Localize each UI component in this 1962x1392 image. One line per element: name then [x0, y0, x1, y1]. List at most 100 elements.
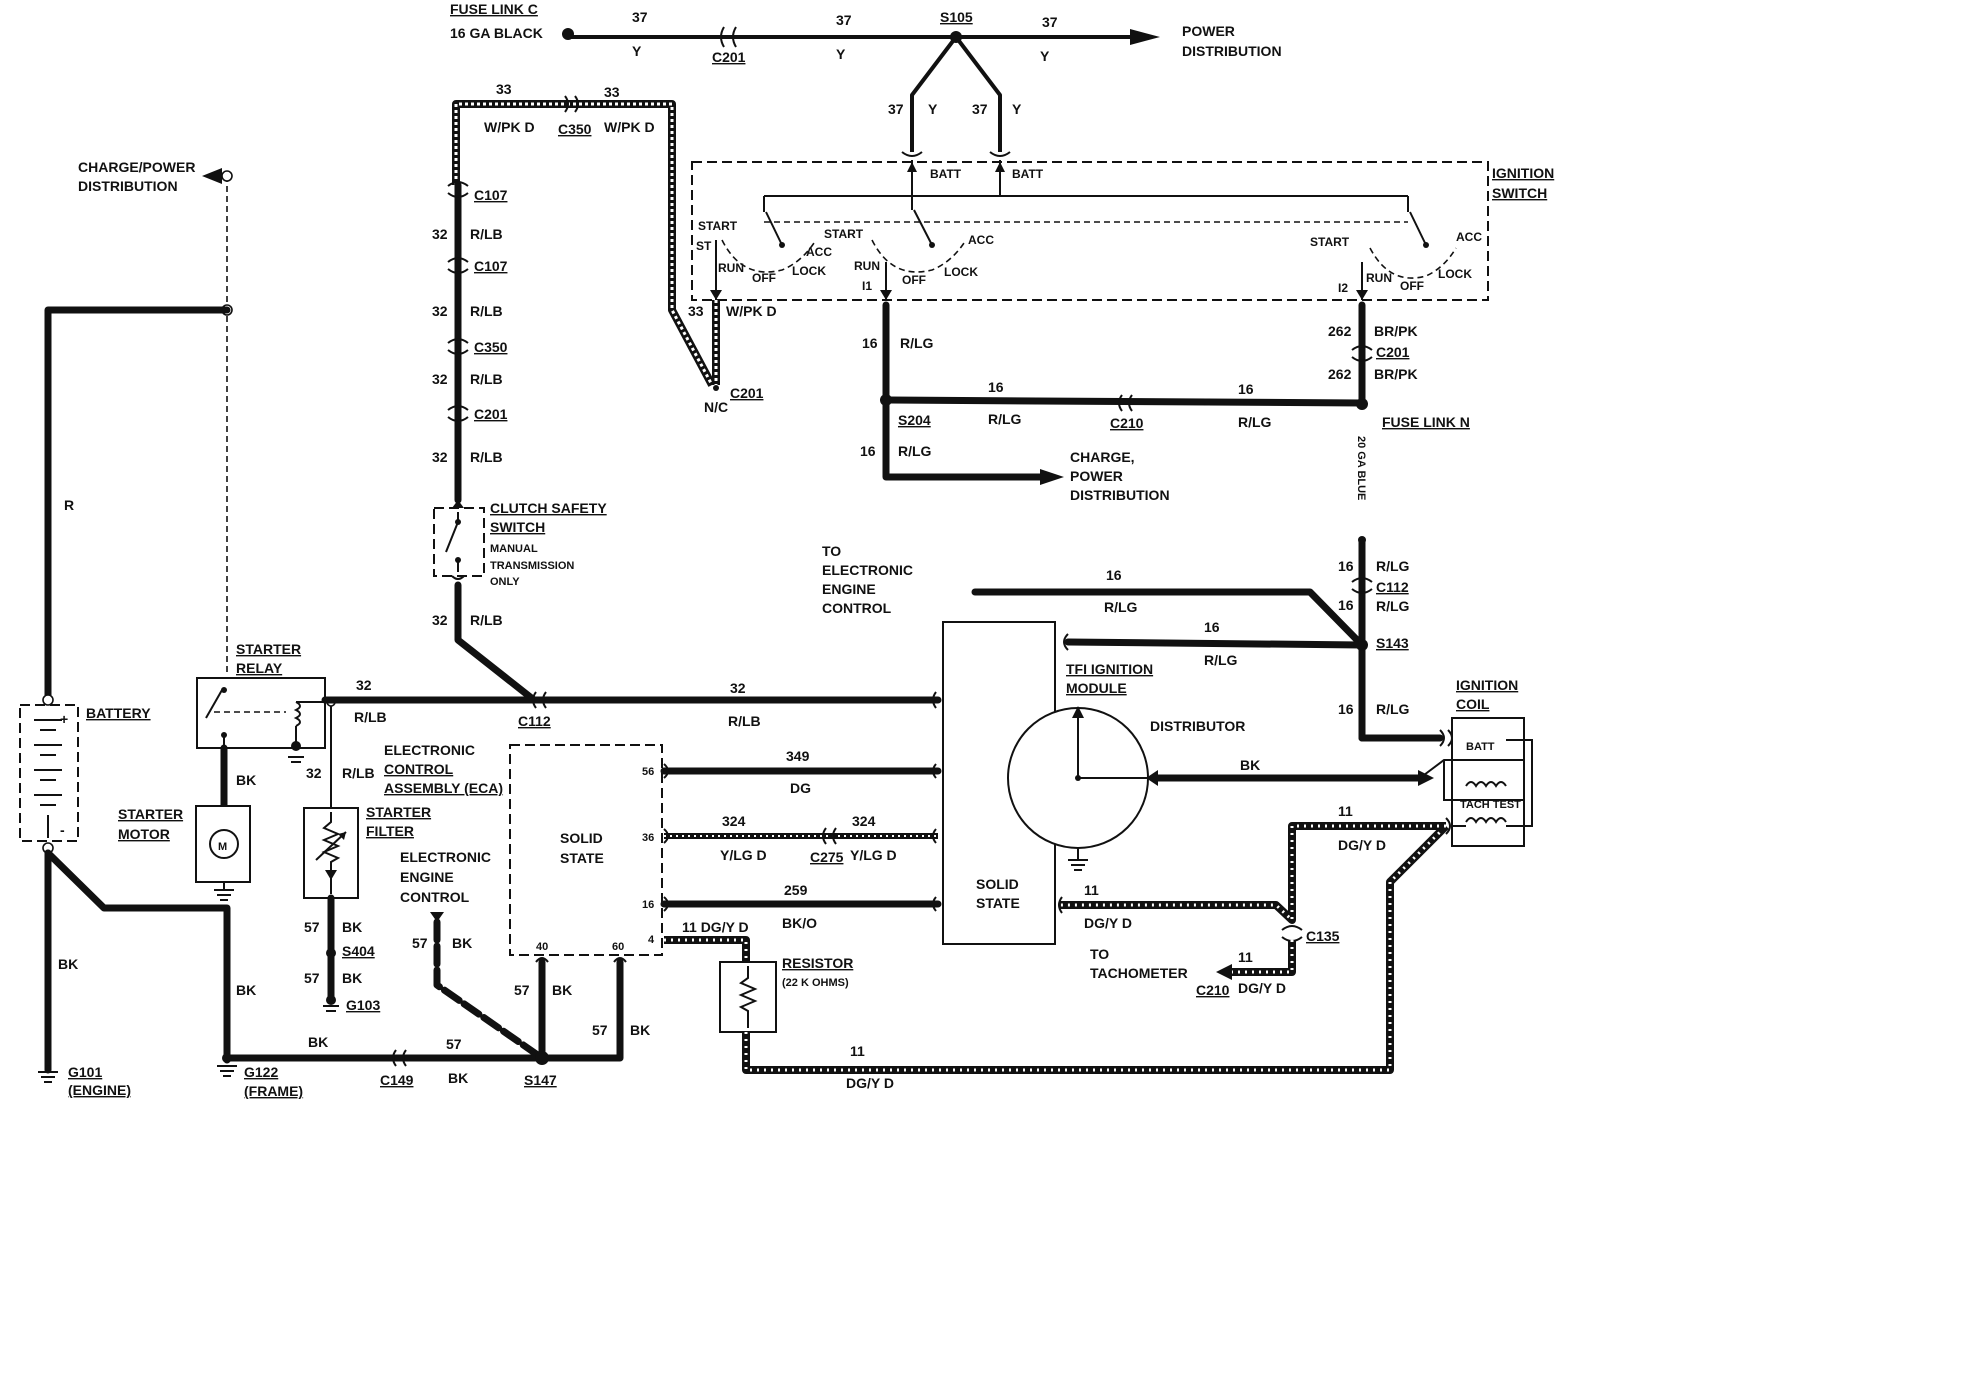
- ignition-switch: [691, 160, 1489, 301]
- circuit-57-label: 57: [592, 1022, 608, 1038]
- switch-start-label: START: [824, 227, 864, 241]
- connector-c350: C350: [474, 339, 508, 355]
- wire-color-ylg: Y/LG D: [850, 847, 897, 863]
- batt-terminal-label: BATT: [930, 167, 962, 181]
- wire-color-wpk: W/PK D: [604, 119, 655, 135]
- wire-color-dgy: DG/Y D: [1338, 837, 1386, 853]
- switch-terminal-i2: I2: [1338, 281, 1348, 295]
- wire-color-dgy: DG/Y D: [1084, 915, 1132, 931]
- connector-c112: C112: [1376, 579, 1409, 595]
- eec-label: CONTROL: [400, 889, 470, 905]
- charge-power-label: DISTRIBUTION: [78, 178, 178, 194]
- wire-color-rlg: R/LG: [1104, 599, 1138, 615]
- wire-color-rlb: R/LB: [342, 765, 375, 781]
- wire-color-bk: BK: [630, 1022, 650, 1038]
- switch-run-label: RUN: [854, 259, 880, 273]
- eca-label: ELECTRONIC: [384, 742, 475, 758]
- connector-c135: C135: [1306, 928, 1340, 944]
- wire-color-rlb: R/LB: [470, 303, 503, 319]
- wire-color-rlg: R/LG: [898, 443, 932, 459]
- switch-off-label: OFF: [902, 273, 926, 287]
- starter-relay-label: RELAY: [236, 660, 283, 676]
- wire-color-wpk: W/PK D: [726, 303, 777, 319]
- wire-color-rlb: R/LB: [354, 709, 387, 725]
- circuit-33-label: 33: [496, 81, 512, 97]
- ignition-coil-label: COIL: [1456, 696, 1490, 712]
- no-connection-label: N/C: [704, 399, 728, 415]
- resistor-value: (22 K OHMS): [782, 977, 849, 989]
- batt-terminal-label: BATT: [1012, 167, 1044, 181]
- circuit-262-label: 262: [1328, 366, 1352, 382]
- circuit-32-label: 32: [432, 371, 448, 387]
- circuit-37-label: 37: [1042, 14, 1058, 30]
- ground-g101: G101: [68, 1064, 102, 1080]
- wire-color-y: Y: [1040, 48, 1050, 64]
- battery-minus: -: [60, 822, 65, 838]
- circuit-11-label: 11: [1084, 882, 1099, 898]
- tfi-module-label: TFI IGNITION: [1066, 661, 1153, 677]
- rlb-main-wire: [321, 691, 942, 709]
- wire-color-dgy: DG/Y D: [1238, 980, 1286, 996]
- circuit-32-label: 32: [730, 680, 746, 696]
- tfi-solid-state: SOLID: [976, 876, 1019, 892]
- battery: [19, 306, 231, 1083]
- circuit-11-label: 11 DG/Y D: [682, 919, 749, 935]
- clutch-switch-label: CLUTCH SAFETY: [490, 500, 607, 516]
- connector-c201-top: C201: [712, 49, 746, 65]
- switch-lock-label: LOCK: [1438, 267, 1472, 281]
- eec-ground-wire: [217, 912, 549, 1077]
- circuit-32-label: 32: [432, 612, 448, 628]
- eca-pin-36: 36: [642, 832, 654, 844]
- connector-c210: C210: [1110, 415, 1144, 431]
- switch-st-label: ST: [696, 239, 712, 253]
- wire-color-bk: BK: [552, 982, 572, 998]
- battery-label: BATTERY: [86, 705, 151, 721]
- eca-label: CONTROL: [384, 761, 454, 777]
- wpk-wire: [452, 95, 720, 391]
- switch-acc-label: ACC: [968, 233, 994, 247]
- switch-start-label: START: [698, 219, 738, 233]
- switch-acc-label: ACC: [1456, 230, 1482, 244]
- wire-color-rlb: R/LB: [470, 226, 503, 242]
- starter-relay: [195, 677, 336, 901]
- circuit-37-label: 37: [888, 101, 904, 117]
- wire-color-y: Y: [1012, 101, 1022, 117]
- switch-terminal-i1: I1: [862, 279, 872, 293]
- tfi-module-label: MODULE: [1066, 680, 1127, 696]
- circuit-37-label: 37: [836, 12, 852, 28]
- wire-color-bko: BK/O: [782, 915, 817, 931]
- top-feed-wire: [562, 26, 1160, 157]
- to-eec-label: ELECTRONIC: [822, 562, 913, 578]
- circuit-11-label: 11: [1338, 803, 1353, 819]
- ignition-coil: [1419, 717, 1533, 847]
- coil-tach-test: TACH TEST: [1460, 799, 1521, 811]
- circuit-32-label: 32: [432, 226, 448, 242]
- connector-c201: C201: [1376, 344, 1410, 360]
- starter-filter: [303, 706, 359, 1012]
- charge-power-label: DISTRIBUTION: [1070, 487, 1170, 503]
- circuit-37-label: 37: [632, 9, 648, 25]
- circuit-262-label: 262: [1328, 323, 1352, 339]
- wire-color-bk: BK: [342, 919, 362, 935]
- connector-c107: C107: [474, 187, 508, 203]
- circuit-57-label: 57: [304, 919, 320, 935]
- circuit-16-label: 16: [860, 443, 876, 459]
- starter-motor-label: STARTER: [118, 806, 183, 822]
- circuit-33-label: 33: [604, 84, 620, 100]
- circuit-16-label: 16: [1204, 619, 1220, 635]
- wire-color-rlb: R/LB: [728, 713, 761, 729]
- switch-lock-label: LOCK: [792, 264, 826, 278]
- rlg-feed-wire: [880, 301, 1368, 485]
- wire-color-rlg: R/LG: [1376, 558, 1410, 574]
- circuit-16-label: 16: [862, 335, 878, 351]
- switch-off-label: OFF: [752, 271, 776, 285]
- circuit-11-label: 11: [1238, 949, 1253, 965]
- wire-color-rlg: R/LG: [1376, 598, 1410, 614]
- eca-pin-40: 40: [536, 941, 548, 953]
- circuit-32-label: 32: [306, 765, 322, 781]
- fuse-link-n-gauge: 20 GA BLUE: [1355, 436, 1367, 500]
- wire-color-r: R: [64, 497, 74, 513]
- splice-s404: S404: [342, 943, 375, 959]
- circuit-11-label: 11: [850, 1043, 865, 1059]
- wire-color-ylg: Y/LG D: [720, 847, 767, 863]
